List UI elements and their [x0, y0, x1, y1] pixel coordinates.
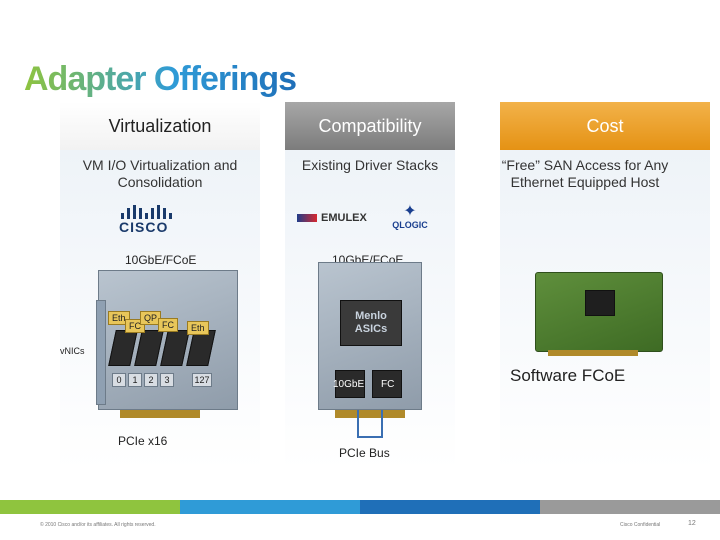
emulex-mark-icon	[297, 214, 317, 222]
nic-chip	[585, 290, 615, 316]
vnic-index: 2	[144, 373, 158, 387]
footer-copyright: © 2010 Cisco and/or its affiliates. All …	[40, 522, 156, 528]
page-number: 12	[688, 520, 696, 527]
menlo-asic-chip: Menlo ASICs	[340, 300, 402, 346]
slide-title: Adapter Offerings	[24, 60, 297, 98]
virtualization-header: Virtualization	[60, 102, 260, 150]
vic-bracket	[96, 300, 106, 405]
cost-header: Cost	[500, 102, 710, 150]
compatibility-header: Compatibility	[285, 102, 455, 150]
port-label-fc: FC	[381, 379, 395, 390]
vnic-index: 3	[160, 373, 174, 387]
port-tag-eth: Eth	[187, 321, 209, 335]
qlogic-logo: ✦ QLOGIC	[392, 203, 428, 231]
cisco-logo: CISCO	[115, 205, 185, 235]
compatibility-bus-label: PCIe Bus	[339, 446, 390, 460]
fc-chip	[372, 370, 402, 398]
qlogic-mark-icon: ✦	[403, 203, 417, 220]
emulex-logo-text: EMULEX	[321, 212, 367, 224]
software-fcoe-label: Software FCoE	[510, 366, 626, 385]
virtualization-adapter-label: 10GbE/FCoE	[125, 253, 197, 267]
footer-stripe	[0, 500, 720, 514]
pcie-bus-line	[357, 410, 383, 438]
vnic-index: 127	[192, 373, 212, 387]
footer-confidential: Cisco Confidential	[620, 522, 661, 528]
virtualization-description: VM I/O Virtualization and Consolidation	[82, 157, 238, 190]
nic-connector	[548, 350, 638, 356]
vnic-index: 0	[112, 373, 126, 387]
port-tag-eth: Eth	[108, 311, 130, 325]
virtualization-bus-label: PCIe x16	[118, 434, 168, 448]
ethernet-chip	[335, 370, 365, 398]
vnic-index: 1	[128, 373, 142, 387]
cisco-bars-icon	[121, 205, 185, 219]
emulex-logo: EMULEX	[297, 212, 367, 224]
vnics-label: vNICs	[60, 346, 85, 356]
cisco-logo-text: CISCO	[119, 219, 169, 235]
qlogic-logo-text: QLOGIC	[392, 220, 428, 230]
port-tag-fc: FC	[158, 318, 178, 332]
pcie-connector	[335, 410, 405, 418]
compatibility-description: Existing Driver Stacks	[301, 157, 439, 173]
port-label-10gbe: 10GbE	[333, 379, 365, 390]
pcie-connector	[120, 410, 200, 418]
cost-description: “Free” SAN Access for Any Ethernet Equip…	[501, 157, 669, 190]
